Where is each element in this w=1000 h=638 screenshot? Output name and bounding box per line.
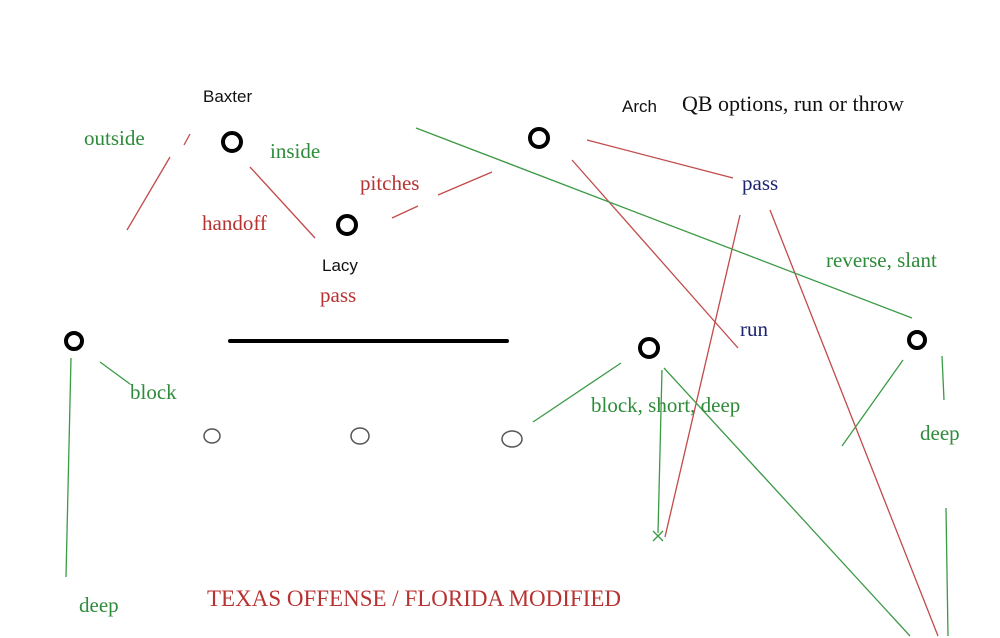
label-pitches: pitches <box>360 171 420 195</box>
label-pass-arch: pass <box>742 171 779 195</box>
route-reverse-slant <box>415 127 913 319</box>
lineman-marker <box>501 430 523 448</box>
player-lacy-marker <box>336 214 358 236</box>
diagram-title: TEXAS OFFENSE / FLORIDA MODIFIED <box>207 586 622 611</box>
label-block-short-deep: block, short, deep <box>591 393 741 417</box>
player-left-end-marker <box>64 331 84 351</box>
route-outside <box>126 156 171 231</box>
route-block <box>99 361 131 385</box>
route-arch-to-pass <box>586 139 734 179</box>
lineman-marker <box>350 427 370 445</box>
route-left-deep <box>65 357 72 578</box>
route-right-end-deep-lower <box>945 507 949 637</box>
label-deep-left: deep <box>79 593 119 617</box>
catch-point-marker <box>652 530 664 542</box>
route-pass-deep <box>769 209 939 637</box>
route-arch-run <box>571 159 739 349</box>
label-inside: inside <box>270 139 321 163</box>
route-slot-deep <box>663 367 911 637</box>
route-right-end-slant <box>841 359 904 447</box>
label-baxter: Baxter <box>203 87 253 106</box>
route-slot-block <box>532 362 622 423</box>
label-lacy: Lacy <box>322 256 358 275</box>
player-slot-marker <box>638 337 660 359</box>
route-right-end-deep-upper <box>941 355 945 401</box>
player-baxter-marker <box>221 131 243 153</box>
label-run: run <box>740 317 768 341</box>
lineman-marker <box>203 428 221 444</box>
label-block: block <box>130 380 177 404</box>
route-pass-short <box>664 214 741 538</box>
route-slot-short <box>657 369 663 534</box>
label-reverse-slant: reverse, slant <box>826 248 937 272</box>
label-outside: outside <box>84 126 145 150</box>
label-arch: Arch <box>622 97 657 116</box>
route-outside-tick <box>183 133 191 146</box>
route-pitch-lower <box>391 205 419 219</box>
player-right-end-marker <box>907 330 927 350</box>
label-deep-right: deep <box>920 421 960 445</box>
route-pitch-upper <box>437 171 493 196</box>
route-handoff <box>249 166 316 239</box>
label-handoff: handoff <box>202 211 267 235</box>
label-pass-lacy: pass <box>320 283 357 307</box>
qb-options-heading: QB options, run or throw <box>682 91 904 116</box>
player-arch-marker <box>528 127 550 149</box>
